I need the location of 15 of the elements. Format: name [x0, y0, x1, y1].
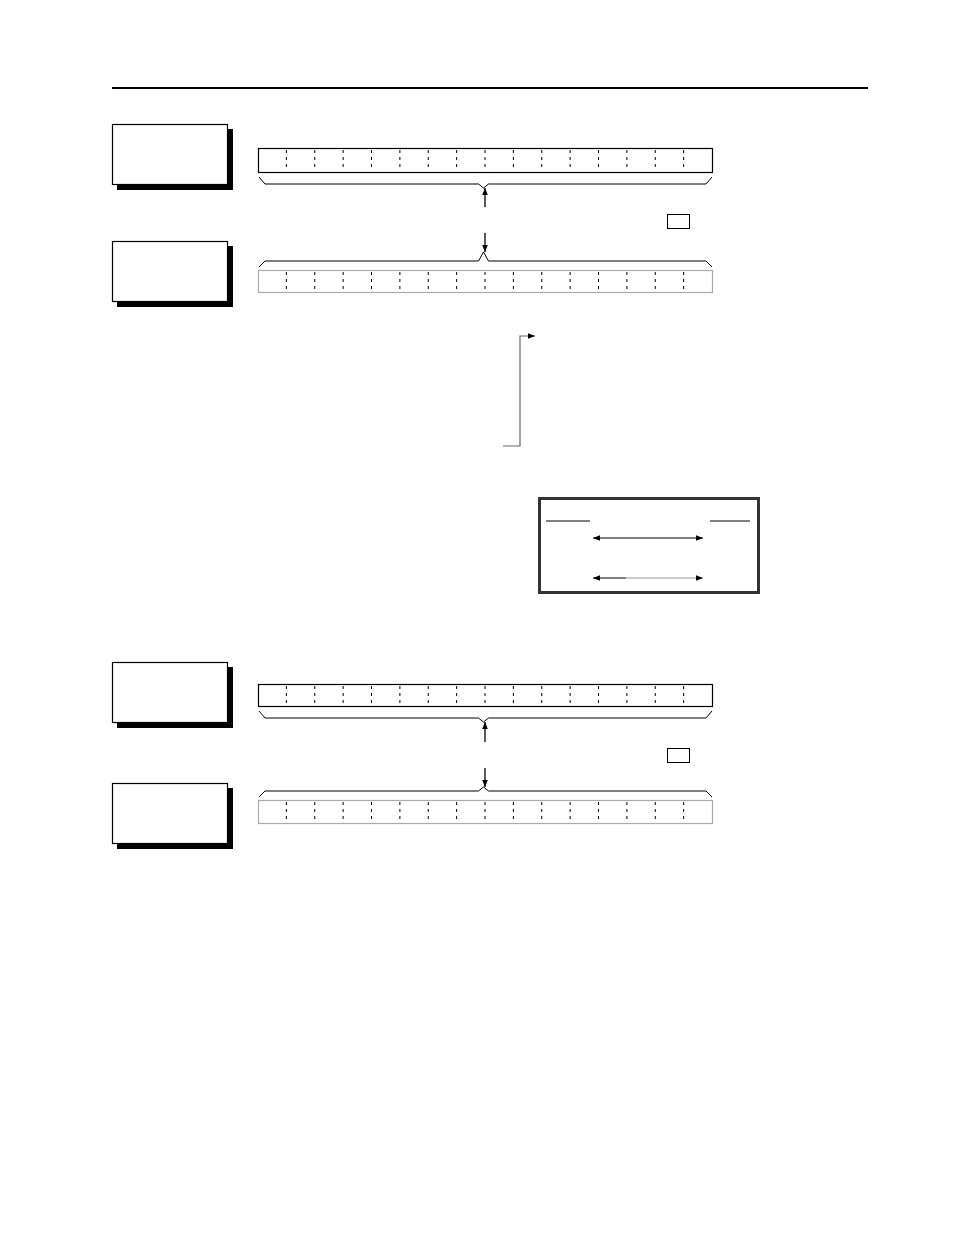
register-drawing [258, 787, 713, 824]
register-drawing [258, 684, 713, 722]
shadow-box [112, 241, 233, 307]
shadow-box [112, 124, 233, 190]
shadow-box [112, 662, 233, 728]
arrow [482, 232, 488, 253]
register-drawing [258, 148, 713, 188]
legend-panel [538, 497, 760, 594]
arrow [482, 767, 488, 788]
small-box [667, 214, 690, 229]
arrow [482, 187, 488, 208]
shadow-box [112, 783, 233, 849]
register-drawing [258, 252, 713, 293]
small-box [667, 748, 690, 763]
arrow [482, 721, 488, 743]
